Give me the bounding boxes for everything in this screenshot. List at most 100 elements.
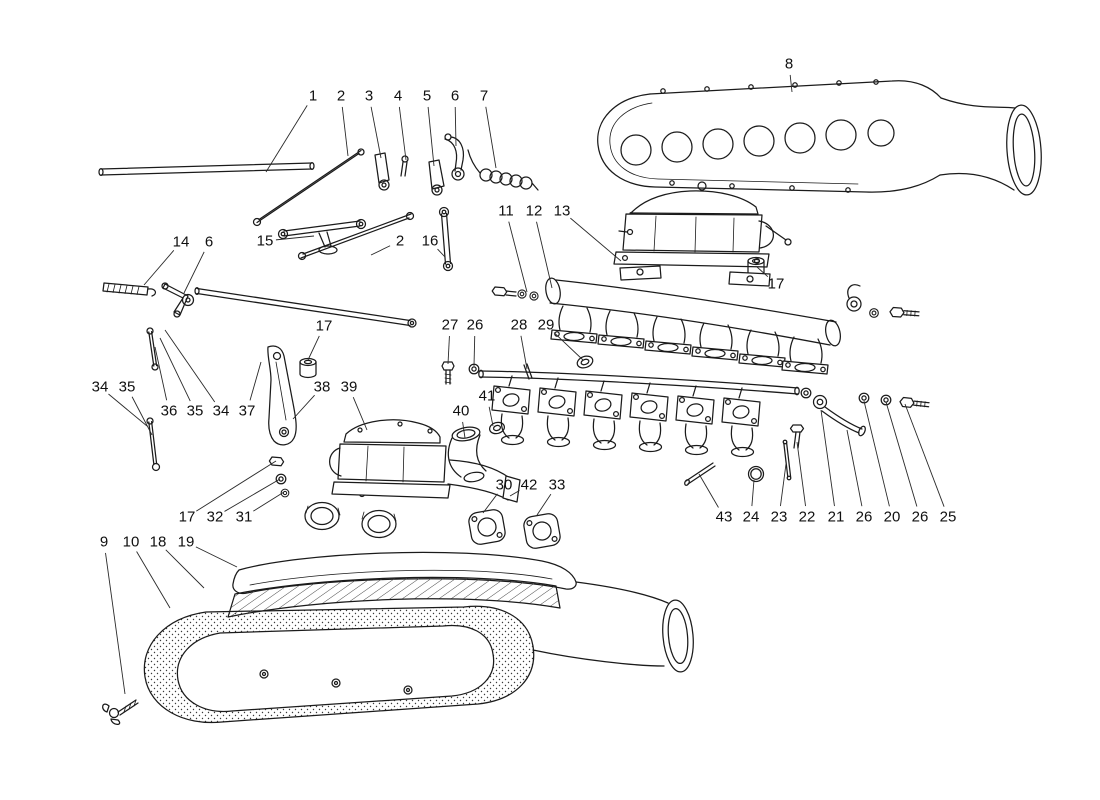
leader-line-15-13: [275, 235, 315, 241]
callout-37-29: 37: [239, 403, 256, 420]
callout-40-30: 40: [453, 403, 470, 420]
port-gaskets: [466, 507, 563, 551]
leader-line-39-25: [352, 396, 368, 431]
callout-30-32: 30: [496, 477, 513, 494]
lower-intake-manifold: [478, 355, 800, 458]
air-cleaner-outlet-opening: [662, 599, 694, 673]
leader-line-5-4: [427, 106, 435, 167]
leader-line-36-26: [154, 346, 168, 401]
leader-line-7-6: [485, 106, 497, 169]
leader-line-34-28: [164, 329, 216, 403]
leader-line-6-12: [183, 251, 205, 294]
leader-line-25-46: [904, 403, 945, 507]
callout-12-9: 12: [526, 203, 543, 220]
leader-line-17-35: [196, 460, 277, 512]
callout-8-7: 8: [785, 56, 793, 73]
upper-carburetor: [613, 181, 792, 278]
leader-line-28-20: [520, 335, 528, 370]
callout-15-13: 15: [257, 233, 274, 250]
callout-28-20: 28: [511, 317, 528, 334]
leader-line-40-30: [462, 421, 466, 439]
callout-20-44: 20: [884, 509, 901, 526]
callout-19-50: 19: [178, 534, 195, 551]
leader-line-3-2: [370, 106, 382, 159]
callout-24-39: 24: [743, 509, 760, 526]
callout-17-35: 17: [179, 509, 196, 526]
leader-line-35-23: [131, 396, 153, 436]
leader-line-12-9: [536, 221, 553, 289]
leader-line-43-38: [698, 473, 719, 508]
callout-11-8: 11: [498, 203, 514, 220]
leader-line-22-41: [796, 441, 806, 507]
callout-23-40: 23: [771, 509, 788, 526]
leader-line-13-10: [570, 217, 622, 262]
leader-line-2-14: [370, 245, 391, 256]
leader-line-23-40: [779, 463, 787, 507]
callout-1-0: 1: [309, 88, 317, 105]
callout-34-22: 34: [92, 379, 109, 396]
callout-16-15: 16: [422, 233, 439, 250]
leader-line-26-45: [885, 401, 918, 507]
callout-31-37: 31: [236, 509, 253, 526]
callout-34-28: 34: [213, 403, 230, 420]
leader-line-35-27: [159, 337, 191, 402]
leader-line-16-15: [437, 248, 446, 258]
callout-39-25: 39: [341, 379, 358, 396]
callout-33-34: 33: [549, 477, 566, 494]
callout-25-46: 25: [940, 509, 957, 526]
leader-line-9-47: [105, 552, 126, 695]
leader-line-30-32: [482, 493, 498, 514]
leader-line-41-31: [488, 406, 494, 427]
leader-line-29-21: [553, 332, 584, 361]
fuel-line-hardware: [684, 387, 930, 486]
leader-line-1-0: [265, 105, 308, 173]
callout-5-4: 5: [423, 88, 431, 105]
callout-43-38: 43: [716, 509, 733, 526]
leader-line-34-22: [108, 393, 148, 427]
leader-line-33-34: [536, 493, 552, 516]
leader-line-10-48: [136, 551, 171, 609]
callout-2-14: 2: [396, 233, 404, 250]
callout-32-36: 32: [207, 509, 224, 526]
callout-29-21: 29: [538, 317, 555, 334]
callout-38-24: 38: [314, 379, 331, 396]
throttle-linkage: [98, 133, 539, 472]
leader-line-38-24: [292, 394, 315, 420]
callout-26-43: 26: [856, 509, 873, 526]
callout-18-49: 18: [150, 534, 167, 551]
callout-35-27: 35: [187, 403, 204, 420]
leader-line-31-37: [253, 491, 285, 512]
line-art: [98, 79, 1042, 725]
callout-36-26: 36: [161, 403, 178, 420]
leader-line-8-7: [789, 74, 793, 93]
callout-22-41: 22: [799, 509, 816, 526]
callout-26-19: 26: [467, 317, 484, 334]
callout-4-3: 4: [394, 88, 402, 105]
callout-41-31: 41: [479, 388, 496, 405]
callout-17-17: 17: [316, 318, 333, 335]
callout-6-12: 6: [205, 234, 213, 251]
leader-line-17-16: [756, 266, 769, 278]
callout-6-5: 6: [451, 88, 459, 105]
leader-line-27-18: [447, 335, 450, 365]
lower-carburetor: [268, 419, 521, 539]
leader-line-21-42: [820, 409, 835, 507]
leader-line-11-8: [508, 221, 528, 293]
leader-line-32-36: [224, 478, 281, 512]
plenum-outlet-opening: [1006, 104, 1042, 196]
leader-line-14-11: [143, 250, 175, 286]
callout-35-23: 35: [119, 379, 136, 396]
leader-line-18-49: [165, 549, 205, 589]
callout-27-18: 27: [442, 317, 459, 334]
leader-line-19-50: [195, 546, 238, 568]
callout-14-11: 14: [173, 234, 190, 251]
leader-line-6-5: [454, 106, 457, 147]
callout-17-16: 17: [768, 276, 785, 293]
callout-13-10: 13: [554, 203, 571, 220]
leader-line-26-43: [846, 429, 863, 507]
callout-21-42: 21: [828, 509, 845, 526]
leader-line-26-19: [473, 335, 476, 367]
